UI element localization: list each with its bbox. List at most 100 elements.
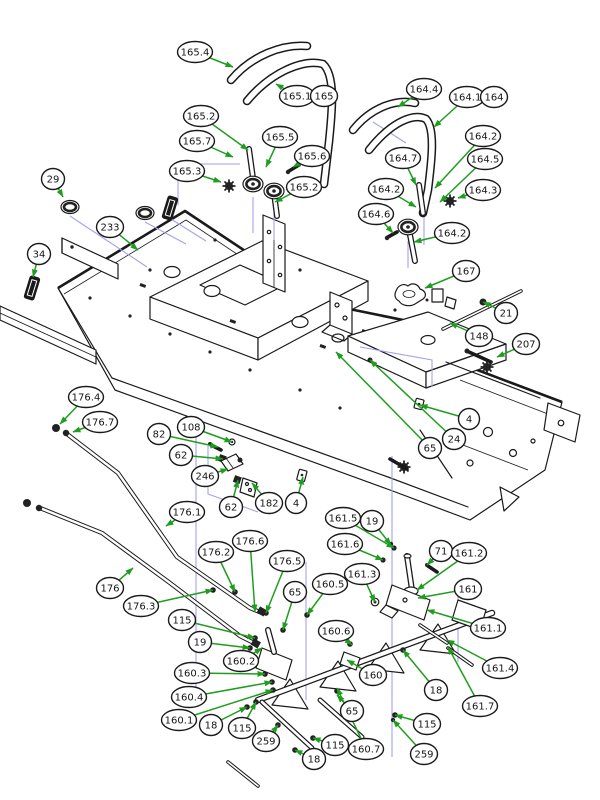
link-rods [226,623,474,788]
callout-label: 65 [289,588,302,599]
part-callout: 62 [218,495,244,519]
callout-label: 176.2 [202,548,231,559]
callout-label: 21 [500,309,513,320]
callout-ellipse [40,167,66,191]
part-callout: 165 [309,84,339,108]
callout-ellipse [367,177,405,201]
part-callout: 176.7 [81,410,119,434]
callout-ellipse [479,85,509,109]
chassis-frame-art [0,209,581,521]
callout-label: 164.2 [372,185,401,196]
callout-label: 207 [516,340,535,351]
part-callout: 233 [95,215,125,239]
callout-ellipse [453,577,483,601]
callout-label: 161.5 [329,514,358,525]
callout-ellipse [268,549,306,573]
callout-label: 160.2 [227,657,256,668]
callout-ellipse [222,649,260,673]
callout-ellipse [178,129,216,153]
callout-label: 164.3 [469,186,498,197]
part-callout: 161.5 [324,506,362,530]
part-callout: 164.4 [405,77,443,101]
callout-ellipse [168,159,206,183]
leader-arrow [369,359,455,440]
part-callout: 246 [190,464,220,488]
callout-ellipse [357,202,395,226]
callout-label: 19 [194,638,207,649]
callout-label: 160.3 [178,669,207,680]
callout-ellipse [254,491,284,515]
part-callout: 19 [359,509,385,533]
callout-label: 176.3 [127,602,156,613]
callout-label: 19 [366,517,379,528]
right-handlebar [348,97,437,218]
pivot-bracket [379,553,431,621]
callout-label: 259 [256,737,275,748]
callout-ellipse [464,178,502,202]
leader-arrow [335,351,431,449]
callout-ellipse [409,742,439,766]
part-callout: 34 [26,242,52,266]
callout-ellipse [81,410,119,434]
callout-ellipse [197,540,235,564]
callout-ellipse [320,733,350,757]
callout-label: 29 [47,175,60,186]
callout-ellipse [284,491,308,515]
callout-label: 246 [195,472,214,483]
part-callout: 19 [187,630,213,654]
callout-ellipse [293,144,331,168]
callout-label: 161.6 [331,540,360,551]
callout-label: 164 [484,93,503,104]
callout-ellipse [182,104,220,128]
callout-ellipse [405,77,443,101]
callout-label: 115 [172,616,191,627]
callout-ellipse [441,427,467,451]
callout-label: 165.6 [298,152,327,163]
part-callout: 164.7 [384,146,422,170]
part-callout: 18 [301,747,327,771]
part-callout: 108 [176,415,206,439]
callout-label: 161.7 [466,702,495,713]
part-callout: 176.4 [67,385,105,409]
part-callout: 161 [453,577,483,601]
callout-ellipse [423,678,449,702]
callout-label: 34 [33,250,46,261]
callout-ellipse [122,594,160,618]
callout-ellipse [282,580,308,604]
callout-label: 182 [259,499,278,510]
part-callout: 160.7 [347,737,385,761]
callout-label: 161.2 [455,549,484,560]
callout-label: 165.2 [187,112,216,123]
callout-label: 160.5 [316,580,345,591]
callout-label: 165.7 [183,137,212,148]
callout-label: 161.1 [474,624,503,635]
callout-label: 148 [469,332,488,343]
callout-label: 165.5 [266,133,295,144]
callout-ellipse [176,415,206,439]
part-callout: 160.3 [173,661,211,685]
part-callout: 165.6 [293,144,331,168]
callout-label: 160.4 [175,693,204,704]
callout-ellipse [384,146,422,170]
callout-label: 164.4 [410,85,439,96]
callout-ellipse [187,630,213,654]
callout-label: 176 [100,584,119,595]
callout-label: 176.5 [273,557,302,568]
part-callout: 115 [227,716,257,740]
callout-ellipse [511,332,541,356]
part-callout: 176 [95,576,125,600]
callout-ellipse [231,529,269,553]
callout-ellipse [190,464,220,488]
part-callout: 160 [358,663,388,687]
callout-ellipse [461,694,499,718]
callout-label: 259 [414,750,433,761]
callout-label: 71 [435,547,448,558]
callout-ellipse [464,124,502,148]
callout-ellipse [261,125,299,149]
part-callout: 164.2 [367,177,405,201]
callout-label: 164.2 [438,229,467,240]
part-callout: 115 [412,712,442,736]
part-callout: 21 [493,301,519,325]
callout-ellipse [359,509,385,533]
